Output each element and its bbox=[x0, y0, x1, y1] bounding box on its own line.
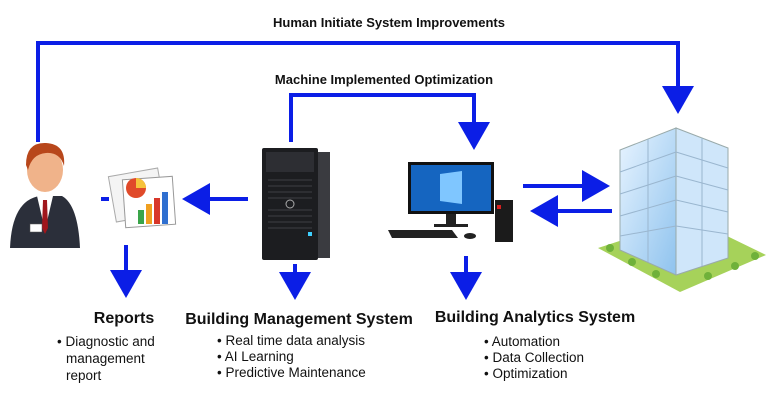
reports-bullet: management bbox=[66, 351, 145, 366]
bms-title: Building Management System bbox=[185, 311, 413, 328]
reports-bullet: • Diagnostic and bbox=[57, 334, 155, 349]
reports-bullet: report bbox=[66, 368, 102, 383]
desktop-computer-icon bbox=[388, 162, 513, 242]
machine-loop-arrow bbox=[289, 93, 490, 150]
building-icon bbox=[598, 127, 766, 292]
person-icon bbox=[10, 142, 80, 248]
arrows bbox=[36, 41, 694, 300]
bas-title: Building Analytics System bbox=[435, 309, 635, 326]
human-loop-label: Human Initiate System Improvements bbox=[273, 15, 505, 30]
bas-bullet: • Data Collection bbox=[484, 350, 584, 365]
machine-loop-label: Machine Implemented Optimization bbox=[275, 72, 493, 87]
server-tower-icon bbox=[262, 148, 330, 260]
human-loop-arrow bbox=[36, 41, 694, 142]
bms-bullet: • Real time data analysis bbox=[217, 333, 365, 348]
bas-bullet: • Automation bbox=[484, 334, 560, 349]
report-charts-icon bbox=[107, 167, 177, 229]
bms-bullet: • Predictive Maintenance bbox=[217, 365, 366, 380]
reports-title: Reports bbox=[94, 310, 155, 327]
bms-bullet: • AI Learning bbox=[217, 349, 294, 364]
bas-bullet: • Optimization bbox=[484, 366, 568, 381]
